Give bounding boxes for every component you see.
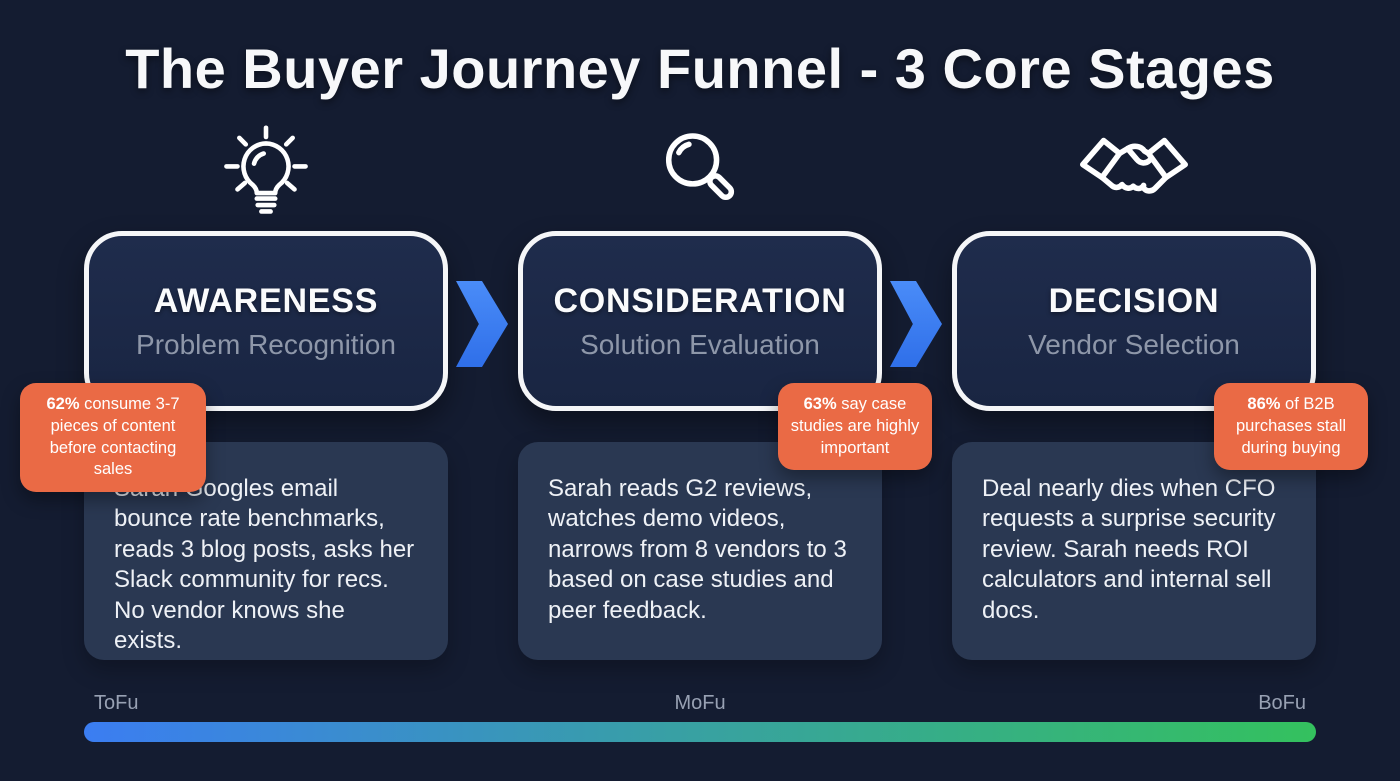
page-title: The Buyer Journey Funnel - 3 Core Stages xyxy=(125,37,1275,100)
stage-subtitle: Solution Evaluation xyxy=(580,328,820,360)
stage-subtitle: Problem Recognition xyxy=(136,328,396,360)
stage-box-consideration: CONSIDERATION Solution Evaluation xyxy=(518,231,882,411)
stat-text: of B2B purchases stall during buying xyxy=(1235,395,1347,457)
stat-percent: 63% xyxy=(803,395,837,413)
description-card-awareness: Sarah Googles email bounce rate benchmar… xyxy=(84,442,448,660)
funnel-gradient-bar xyxy=(84,722,1316,742)
funnel-labels: ToFu MoFu BoFu xyxy=(84,692,1316,715)
stat-percent: 62% xyxy=(46,395,80,413)
stage-box-decision: DECISION Vendor Selection xyxy=(952,231,1316,411)
funnel-label-bofu: BoFu xyxy=(1258,692,1306,714)
stat-badge-awareness: 62% consume 3-7 pieces of content before… xyxy=(20,383,206,493)
description-text: Sarah Googles email bounce rate benchmar… xyxy=(114,475,415,655)
magnifier-icon xyxy=(654,123,746,219)
stage-name: AWARENESS xyxy=(153,281,379,320)
stage-column-consideration: CONSIDERATION Solution Evaluation Sarah … xyxy=(518,123,882,660)
handshake-icon xyxy=(1078,123,1190,219)
stat-badge-consideration: 63% say case studies are highly importan… xyxy=(778,383,932,471)
stage-subtitle: Vendor Selection xyxy=(1028,328,1240,360)
stage-name: CONSIDERATION xyxy=(553,281,847,320)
stat-percent: 86% xyxy=(1247,395,1281,413)
funnel-label-mofu: MoFu xyxy=(674,692,726,714)
funnel-label-tofu: ToFu xyxy=(94,692,139,714)
description-card-decision: Deal nearly dies when CFO requests a sur… xyxy=(952,442,1316,660)
stage-box-awareness: AWARENESS Problem Recognition xyxy=(84,231,448,411)
lightbulb-icon xyxy=(220,123,312,219)
stage-column-awareness: AWARENESS Problem Recognition Sarah Goog… xyxy=(84,123,448,660)
funnel-footer: ToFu MoFu BoFu xyxy=(84,692,1316,742)
stat-text: say case studies are highly important xyxy=(790,395,920,457)
stage-name: DECISION xyxy=(1048,281,1220,320)
stage-column-decision: DECISION Vendor Selection Deal nearly di… xyxy=(952,123,1316,660)
stat-text: consume 3-7 pieces of content before con… xyxy=(49,395,180,479)
stat-badge-decision: 86% of B2B purchases stall during buying xyxy=(1214,383,1368,471)
stage-columns: AWARENESS Problem Recognition Sarah Goog… xyxy=(84,123,1316,660)
description-text: Sarah reads G2 reviews, watches demo vid… xyxy=(548,475,847,624)
description-text: Deal nearly dies when CFO requests a sur… xyxy=(982,475,1276,624)
description-card-consideration: Sarah reads G2 reviews, watches demo vid… xyxy=(518,442,882,660)
